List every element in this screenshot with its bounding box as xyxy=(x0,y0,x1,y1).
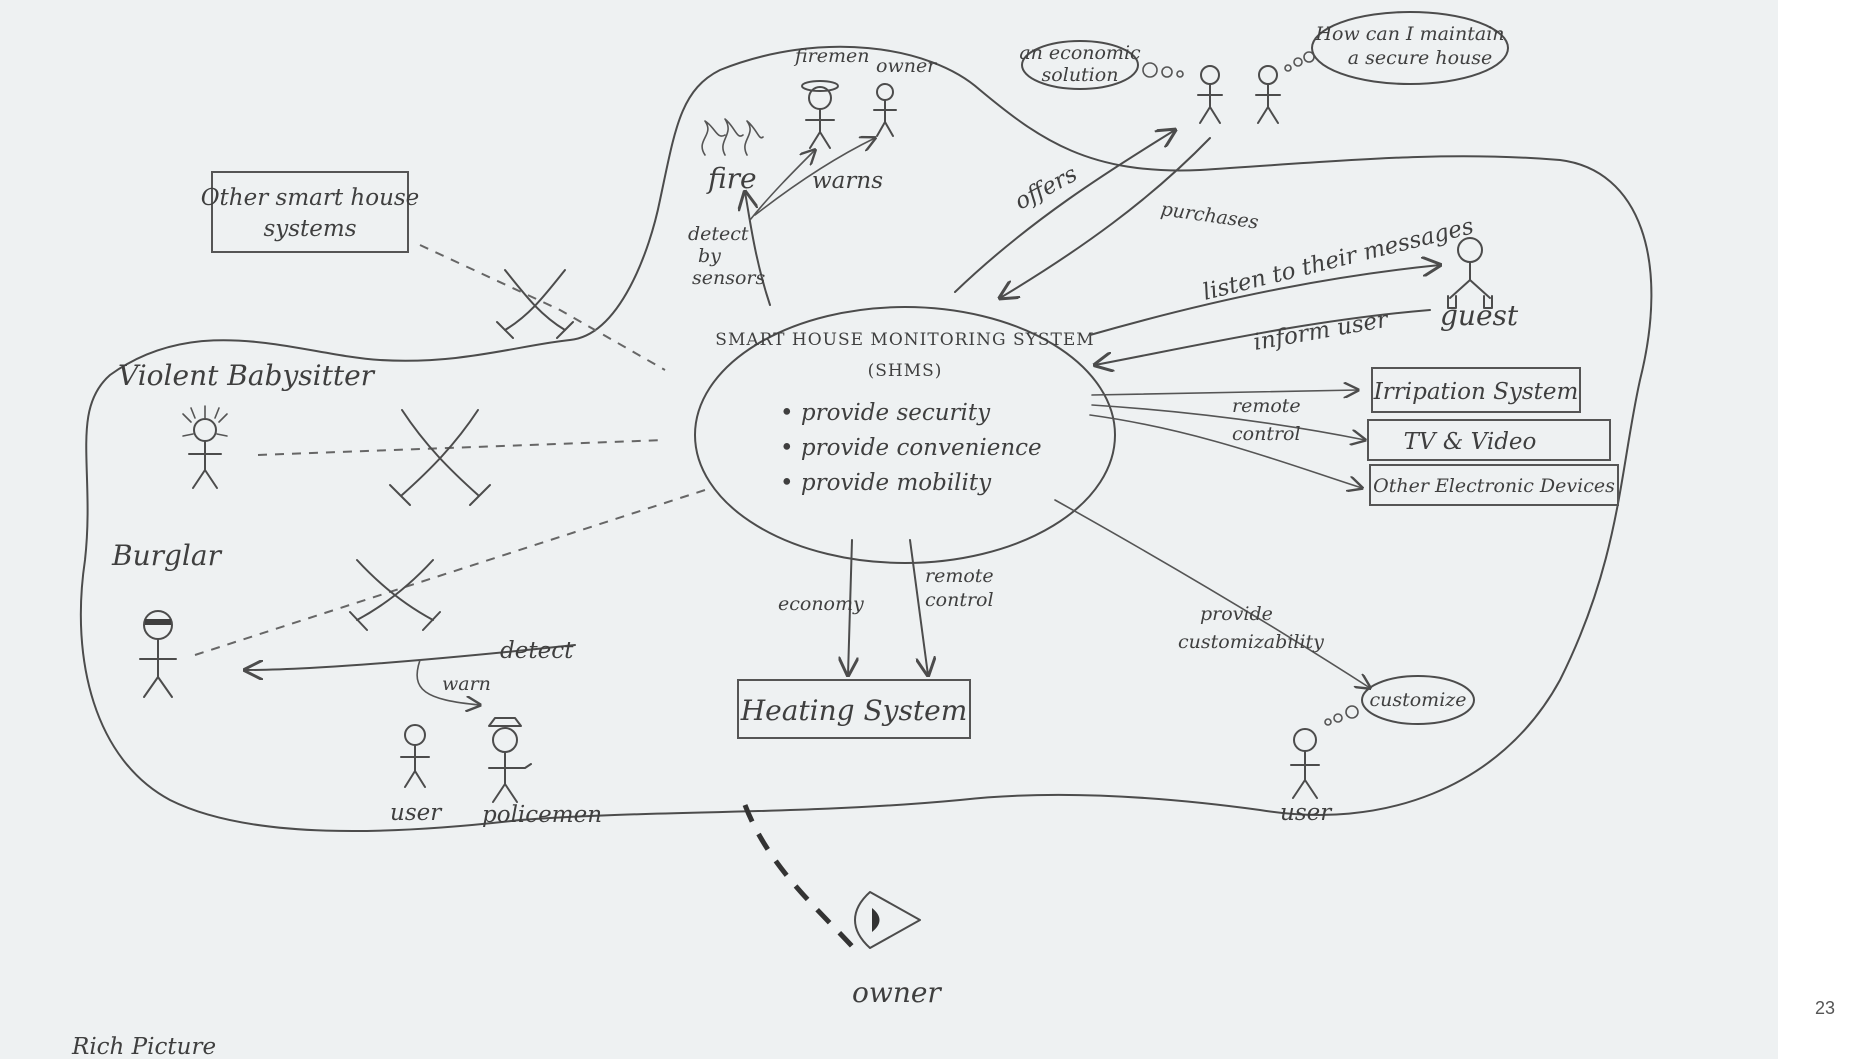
remote-control-bottom-label-2: control xyxy=(925,589,994,611)
babysitter-dashed-link xyxy=(257,439,666,456)
buyer-2-stick-figure-icon xyxy=(1255,65,1281,124)
crossed-swords-icon xyxy=(496,269,574,339)
shms-title: SMART HOUSE MONITORING SYSTEM xyxy=(715,330,1094,350)
warns-arrow-owner xyxy=(754,138,875,216)
economic-bubble-line-2: solution xyxy=(1042,64,1119,86)
crossed-swords-icon xyxy=(349,559,441,631)
offers-arrow xyxy=(954,130,1175,293)
guest-stick-figure-icon xyxy=(1447,237,1493,309)
shms-ellipse xyxy=(694,306,1116,564)
inform-user-label: inform user xyxy=(1252,306,1392,356)
provide-custom-label-1: provide xyxy=(1200,603,1273,625)
economy-label: economy xyxy=(778,593,864,615)
babysitter-stick-figure-icon xyxy=(182,405,228,489)
owner-top-stick-figure-icon xyxy=(873,83,897,137)
other-devices-box xyxy=(1369,464,1619,506)
violent-babysitter-label: Violent Babysitter xyxy=(118,359,376,392)
buyer-1-stick-figure-icon xyxy=(1197,65,1223,124)
user-left-stick-figure-icon xyxy=(400,724,430,788)
detect-by-sensors-arrow xyxy=(745,192,771,306)
owner-bottom-label: owner xyxy=(852,976,942,1009)
shms-goal-convenience: • provide convenience xyxy=(780,435,1042,461)
firemen-label: firemen xyxy=(793,45,870,67)
sketch-paper xyxy=(0,0,1778,1059)
heating-system-box xyxy=(737,679,971,739)
owner-top-label: owner xyxy=(876,55,938,77)
shms-goal-security: • provide security xyxy=(780,400,991,426)
warns-arrow-firemen xyxy=(749,150,815,221)
detect-arrow xyxy=(245,644,576,670)
other-systems-dashed-link xyxy=(419,244,666,371)
warn-label: warn xyxy=(442,673,491,695)
rich-picture-diagram: SMART HOUSE MONITORING SYSTEM (SHMS) • p… xyxy=(71,11,1653,1059)
fireman-stick-figure-icon xyxy=(801,80,839,149)
remote-control-label-1: remote xyxy=(1232,395,1301,417)
listen-arrow xyxy=(1089,265,1440,336)
shms-abbrev: (SHMS) xyxy=(868,361,943,381)
detect-by-sensors-label-2: by xyxy=(698,245,721,267)
detect-by-sensors-label-3: sensors xyxy=(692,267,766,289)
burglar-label: Burglar xyxy=(111,539,223,572)
heating-system-label: Heating System xyxy=(740,694,968,727)
remote-control-bottom-arrow xyxy=(909,539,928,675)
thought-dots-icon xyxy=(1142,62,1184,78)
fire-label: fire xyxy=(706,162,757,195)
burglar-dashed-link xyxy=(194,489,706,656)
thought-dots-icon xyxy=(1284,51,1315,72)
other-systems-label-2: systems xyxy=(263,216,356,242)
secure-bubble-line-1: How can I maintain xyxy=(1314,23,1504,45)
remote-control-label-2: control xyxy=(1232,423,1301,445)
customize-bubble xyxy=(1361,675,1475,725)
secure-house-bubble xyxy=(1311,11,1509,85)
other-devices-label: Other Electronic Devices xyxy=(1373,475,1615,497)
provide-customizability-arrow xyxy=(1054,499,1370,688)
user-right-stick-figure-icon xyxy=(1290,728,1320,799)
shms-goal-mobility: • provide mobility xyxy=(780,470,992,496)
warn-arrow xyxy=(416,659,480,705)
system-boundary-blob xyxy=(79,45,1653,833)
remote-control-bottom-label-1: remote xyxy=(925,565,994,587)
user-right-label: user xyxy=(1280,800,1333,826)
policemen-label: policemen xyxy=(482,802,602,828)
offers-label: offers xyxy=(1011,161,1082,215)
irrigation-system-label: Irripation System xyxy=(1373,379,1579,405)
remote-to-irrigation-arrow xyxy=(1091,390,1358,395)
secure-bubble-line-2: a secure house xyxy=(1348,47,1493,69)
other-systems-label-1: Other smart house xyxy=(201,185,420,211)
customize-label: customize xyxy=(1369,689,1466,711)
economic-solution-bubble xyxy=(1021,40,1139,90)
burglar-stick-figure-icon xyxy=(139,610,177,698)
eye-icon xyxy=(854,891,921,949)
policeman-stick-figure-icon xyxy=(488,717,532,803)
page-number: 23 xyxy=(1814,998,1835,1018)
tv-video-label: TV & Video xyxy=(1404,429,1537,455)
irrigation-system-box xyxy=(1371,367,1581,413)
detect-by-sensors-label-1: detect xyxy=(688,223,749,245)
remote-to-devices-arrow xyxy=(1089,414,1362,488)
provide-custom-label-2: customizability xyxy=(1178,631,1324,653)
owner-dashed-link xyxy=(742,804,862,957)
warns-label: warns xyxy=(812,168,883,194)
guest-label: guest xyxy=(1440,299,1519,332)
fire-flames-icon xyxy=(701,118,764,156)
detect-label: detect xyxy=(500,638,574,664)
economic-bubble-line-1: an economic xyxy=(1019,42,1141,64)
economy-arrow xyxy=(848,539,852,675)
other-smart-house-systems-box xyxy=(211,171,409,253)
rich-picture-caption: Rich Picture xyxy=(71,1034,216,1059)
thought-dots-icon xyxy=(1324,705,1359,726)
crossed-swords-icon xyxy=(389,409,491,506)
purchases-label: purchases xyxy=(1159,198,1260,234)
purchases-arrow xyxy=(1000,137,1211,298)
inform-user-arrow xyxy=(1095,309,1431,365)
remote-to-tv-arrow xyxy=(1091,404,1365,440)
user-left-label: user xyxy=(390,800,443,826)
